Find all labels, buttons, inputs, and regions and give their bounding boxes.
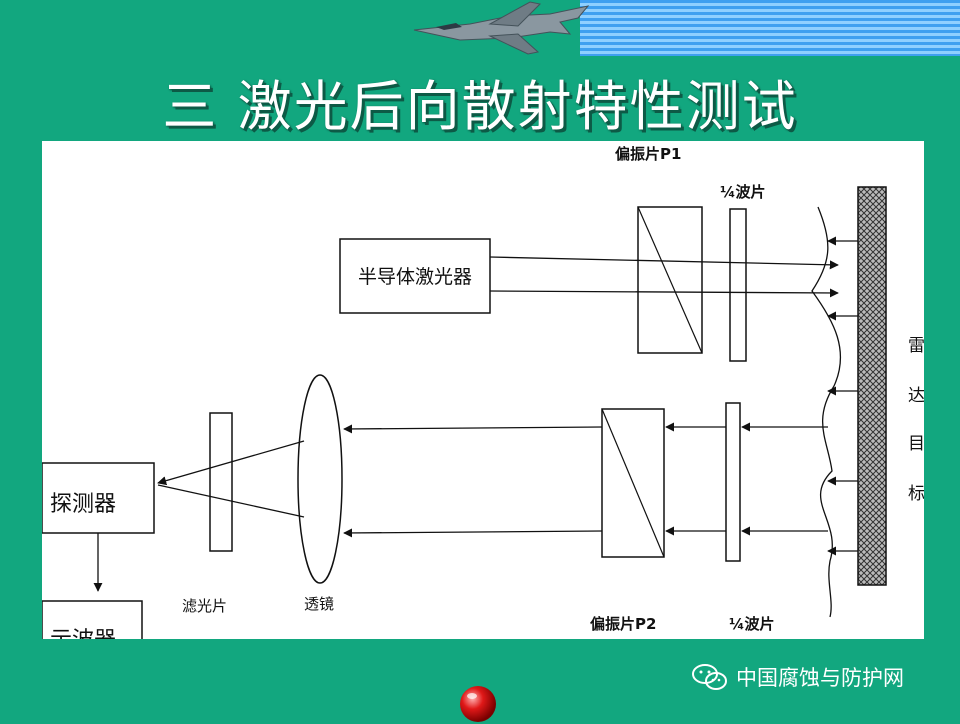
polarizer-p2-diagonal [601,408,665,558]
target-label-char-3: 目 [908,434,924,454]
target-label-char-2: 达 [908,386,924,406]
lens [297,374,343,584]
polarizer-p2 [601,408,665,558]
red-ball-nav-icon[interactable] [458,684,498,724]
outgoing-beam-top [489,256,839,270]
header-stripe-band [580,0,960,56]
quarter-wave-top-label: ¼波片 [720,183,766,201]
focus-ray-bottom [157,484,305,518]
optical-setup-diagram: 半导体激光器 偏振片P1 ¼波片 雷 达 目 标 ¼波片 偏振片P2 [42,141,924,639]
target-label-char-4: 标 [908,484,924,504]
polarizer-p2-label: 偏振片P2 [590,615,656,633]
polarizer-p1 [637,206,703,354]
oscilloscope-label: 示波器 [50,628,116,639]
wechat-icon [692,664,727,690]
watermark-text: 中国腐蚀与防护网 [736,666,904,690]
radar-target-plate [857,186,887,586]
polarizer-p1-label: 偏振片P1 [615,145,681,163]
oscilloscope-box [42,600,143,639]
quarter-wave-plate-bottom [725,402,741,562]
scatter-wavefront [811,206,842,618]
diagram-canvas: 半导体激光器 偏振片P1 ¼波片 雷 达 目 标 ¼波片 偏振片P2 [42,145,924,639]
quarter-wave-plate-top [729,208,747,362]
return-beam-bottom-main [343,528,603,538]
return-beam-top-main [343,424,603,434]
laser-box [339,238,491,314]
laser-label: 半导体激光器 [358,266,472,288]
watermark: 中国腐蚀与防护网 [690,662,904,692]
target-label-char-1: 雷 [908,336,924,356]
detector-label: 探测器 [50,492,116,517]
quarter-wave-bottom-label: ¼波片 [729,615,775,633]
filter-plate [209,412,233,552]
focus-ray-top [157,440,305,486]
polarizer-p1-diagonal [637,206,703,354]
lens-label: 透镜 [304,595,334,613]
fighter-jet-icon [413,1,590,55]
filter-label: 滤光片 [182,597,227,615]
slide-title: 三 激光后向散射特性测试 [162,75,798,138]
outgoing-beam-bottom [489,288,839,298]
